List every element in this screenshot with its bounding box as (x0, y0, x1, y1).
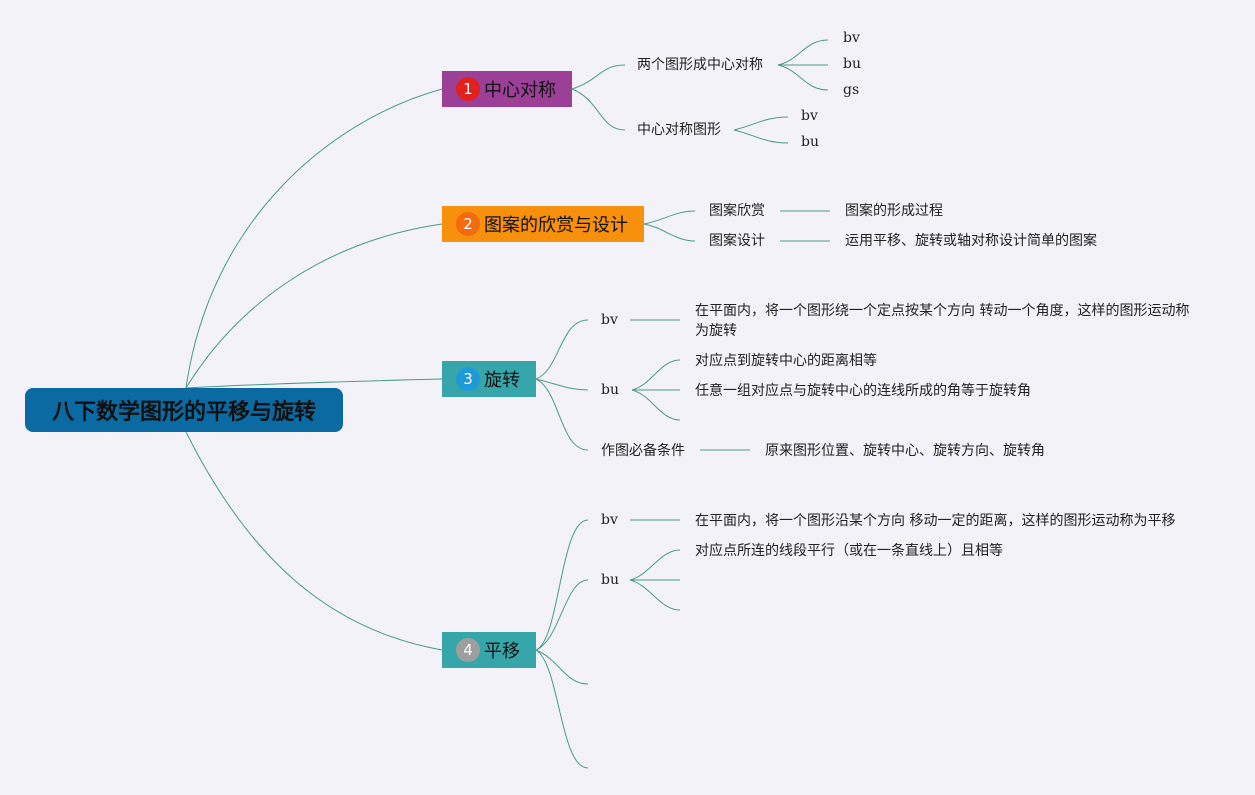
property-equal-angle[interactable]: 任意一组对应点与旋转中心的连线所成的角等于旋转角 (695, 383, 1031, 399)
number-badge-icon: 1 (456, 77, 480, 101)
property-equal-distance[interactable]: 对应点到旋转中心的距离相等 (695, 353, 877, 369)
topic-bu[interactable]: bu (601, 572, 619, 588)
branch-pattern-design[interactable]: 2 图案的欣赏与设计 (442, 206, 644, 242)
root-title: 八下数学图形的平移与旋转 (51, 400, 316, 425)
topic-bu[interactable]: bu (601, 382, 619, 398)
number-badge-icon: 3 (456, 367, 480, 391)
number-badge-icon: 2 (456, 212, 480, 236)
topic-bv[interactable]: bv (601, 512, 618, 528)
topic-pattern-appreciation[interactable]: 图案欣赏 (709, 203, 765, 219)
branch-center-symmetry[interactable]: 1 中心对称 (442, 71, 572, 107)
root-topic[interactable]: 八下数学图形的平移与旋转 (25, 388, 343, 432)
topic-center-symmetric-figure[interactable]: 中心对称图形 (637, 122, 721, 138)
detail-rotation-definition[interactable]: 在平面内，将一个图形绕一个定点按某个方向 转动一个角度，这样的图形运动称为旋转 (695, 303, 1190, 339)
topic-bv[interactable]: bv (601, 312, 618, 328)
detail-pattern-design[interactable]: 运用平移、旋转或轴对称设计简单的图案 (845, 233, 1097, 249)
subtopic-gs[interactable]: gs (843, 82, 860, 98)
subtopic-bu[interactable]: bu (801, 134, 819, 150)
property-parallel-equal[interactable]: 对应点所连的线段平行（或在一条直线上）且相等 (695, 543, 1003, 559)
branch-rotation[interactable]: 3 旋转 (442, 361, 536, 397)
branch-title: 中心对称 (484, 80, 556, 101)
branch-title: 图案的欣赏与设计 (484, 215, 628, 236)
detail-translation-definition[interactable]: 在平面内，将一个图形沿某个方向 移动一定的距离，这样的图形运动称为平移 (695, 513, 1176, 529)
subtopic-bv[interactable]: bv (801, 108, 818, 124)
subtopic-bv[interactable]: bv (843, 30, 860, 46)
branch-translation[interactable]: 4 平移 (442, 632, 536, 668)
topic-pattern-design[interactable]: 图案设计 (709, 233, 765, 249)
detail-drawing-conditions[interactable]: 原来图形位置、旋转中心、旋转方向、旋转角 (765, 443, 1045, 459)
branch-title: 旋转 (484, 370, 520, 391)
subtopic-bu[interactable]: bu (843, 56, 861, 72)
topic-two-figures-center-symmetric[interactable]: 两个图形成中心对称 (637, 57, 763, 73)
detail-pattern-formation[interactable]: 图案的形成过程 (845, 203, 943, 219)
branch-title: 平移 (484, 641, 520, 662)
number-badge-icon: 4 (456, 638, 480, 662)
topic-drawing-conditions[interactable]: 作图必备条件 (601, 443, 685, 459)
